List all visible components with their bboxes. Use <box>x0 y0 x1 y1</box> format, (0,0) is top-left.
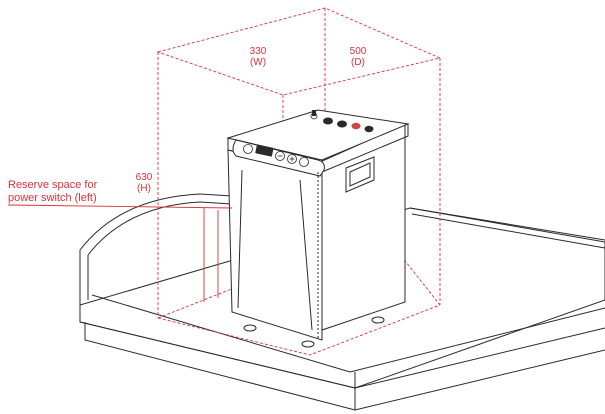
power-switch-callout: Reserve space for power switch (left) <box>8 179 97 205</box>
button-power-icon <box>243 144 253 154</box>
height-dimension-label: 630 (H) <box>124 172 164 194</box>
fitting-inlet-stem <box>312 110 316 116</box>
callout-line-1: Reserve space for <box>8 179 98 191</box>
callout-line-2: power switch (left) <box>8 192 97 204</box>
callout-leader-horizontal <box>7 204 233 209</box>
top-fittings <box>310 110 374 133</box>
countertop-inner-edge <box>91 294 605 373</box>
button-settings-icon <box>299 157 309 167</box>
countertop-back-ledge <box>409 207 605 241</box>
width-dimension-label: 330 (W) <box>238 46 278 68</box>
depth-value: 500 <box>349 46 367 57</box>
splash-guard-curve <box>79 193 233 251</box>
foot-front-left <box>243 324 257 332</box>
dispenser-front-bevel-right <box>299 179 313 331</box>
water-dispenser <box>226 109 410 348</box>
splash-guard-curve-inner <box>87 201 233 256</box>
width-unit-label: (W) <box>249 57 267 68</box>
fitting-knob-4-icon <box>364 125 374 133</box>
cabinet-body <box>84 322 605 411</box>
side-handle-inner <box>349 162 371 187</box>
fitting-knob-1-icon <box>323 117 333 125</box>
width-value: 330 <box>249 46 267 57</box>
fitting-knob-2-icon <box>337 120 347 128</box>
countertop-back-ledge-lower <box>411 213 605 249</box>
height-unit-label: (H) <box>137 183 151 194</box>
fitting-knob-3-icon <box>351 122 361 130</box>
foot-back-right <box>371 316 385 324</box>
foot-front-right <box>301 340 315 348</box>
dispenser-front-bevel <box>237 169 243 309</box>
dimension-top-face <box>156 7 442 96</box>
dimension-bottom-face <box>157 304 441 356</box>
digital-display <box>255 144 274 157</box>
control-buttons <box>243 144 309 167</box>
depth-dimension-label: 500 (D) <box>338 46 378 68</box>
dispenser-top-lid-edge-right <box>321 124 409 173</box>
height-value: 630 <box>135 172 153 183</box>
callout-leader <box>7 204 233 302</box>
dimension-box <box>156 7 442 356</box>
depth-unit-label: (D) <box>351 57 365 68</box>
